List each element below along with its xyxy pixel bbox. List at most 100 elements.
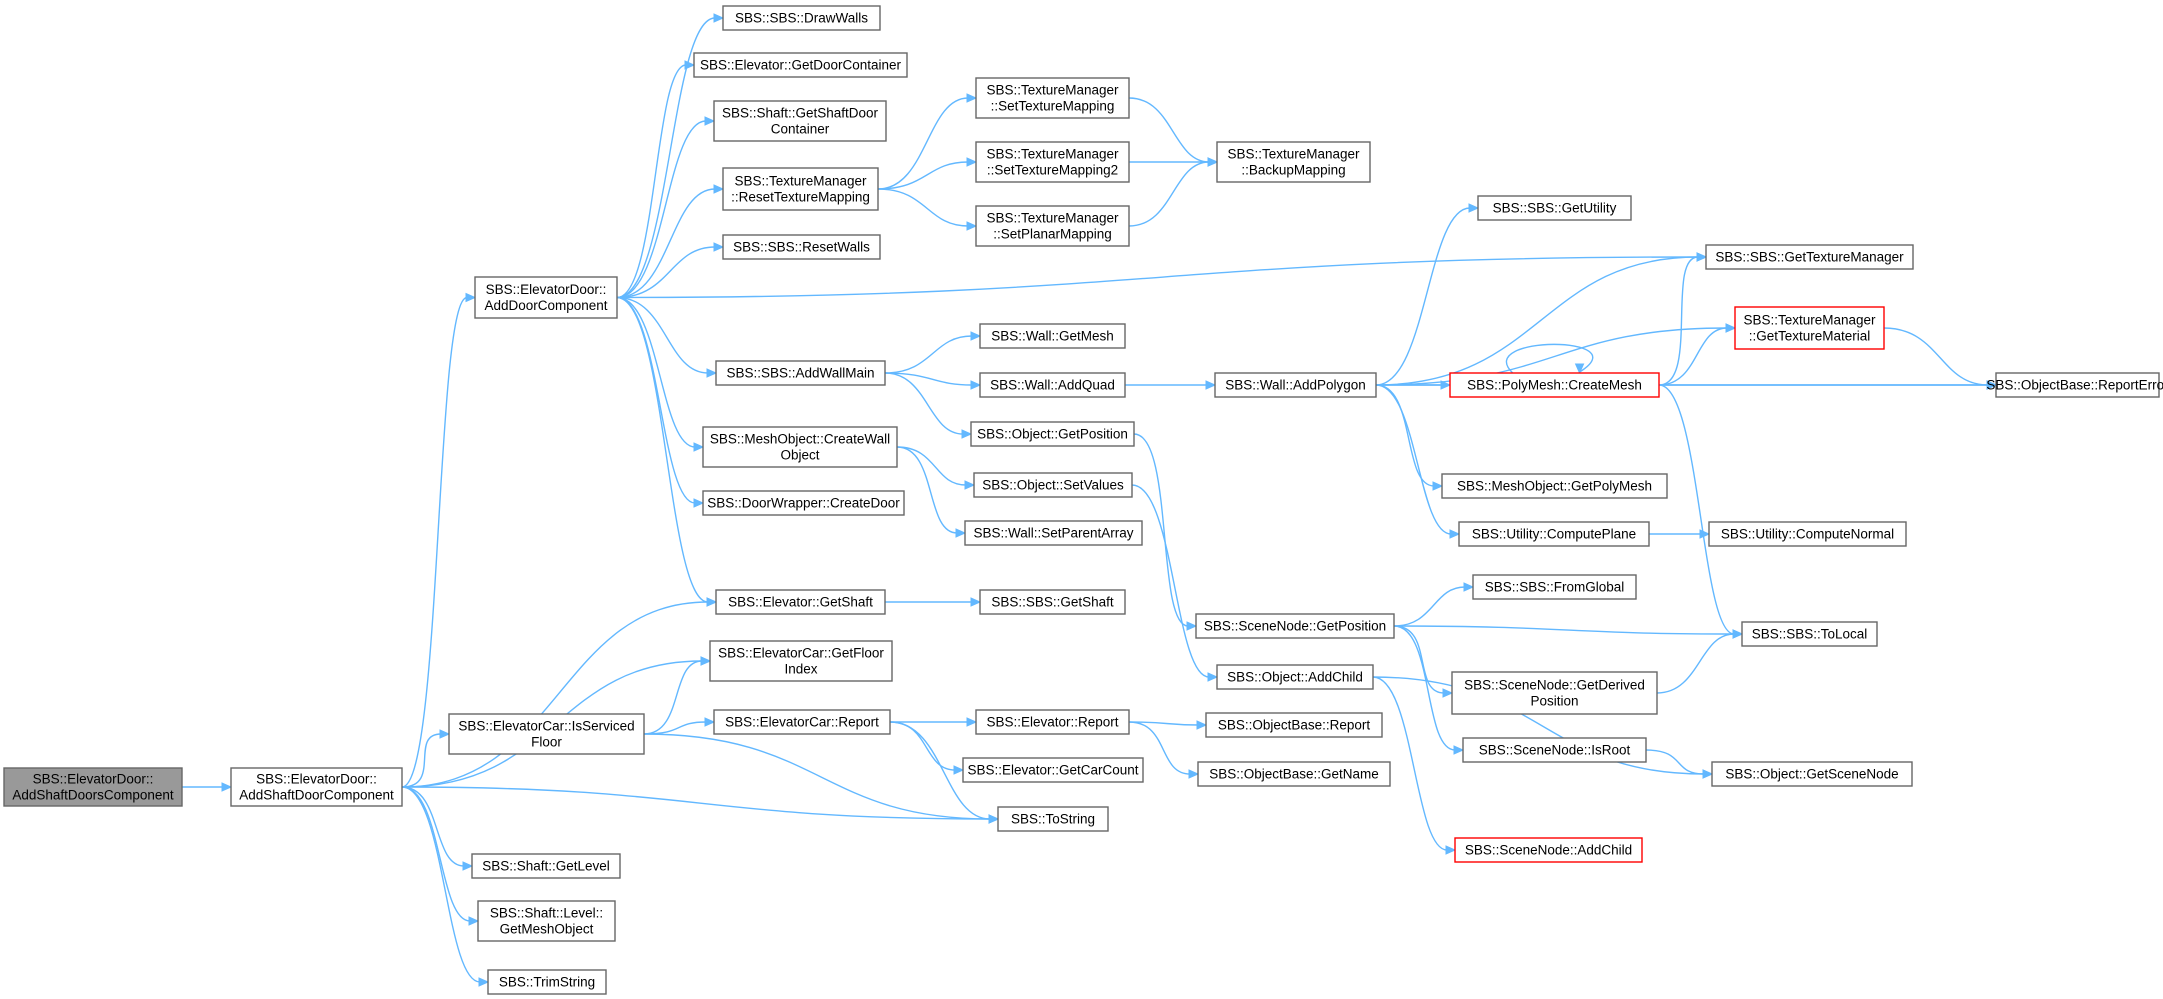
node-getcarcount[interactable]: SBS::Elevator::GetCarCount bbox=[962, 757, 1144, 783]
node-gettexmanager[interactable]: SBS::SBS::GetTextureManager bbox=[1705, 244, 1914, 270]
node-getscenenode[interactable]: SBS::Object::GetSceneNode bbox=[1711, 761, 1913, 787]
node-fromglobal[interactable]: SBS::SBS::FromGlobal bbox=[1472, 574, 1637, 600]
node-getlevel[interactable]: SBS::Shaft::GetLevel bbox=[471, 853, 621, 879]
edge-objaddchild-to-getscenenode bbox=[1372, 676, 1714, 779]
edge-getshaft-to-sbsgetshaft bbox=[884, 597, 982, 607]
node-label-line: SBS::SBS::ResetWalls bbox=[733, 240, 870, 255]
node-getmeshobject[interactable]: SBS::Shaft::Level::GetMeshObject bbox=[477, 900, 616, 942]
edge-elevreport-to-objbasereport bbox=[1128, 720, 1208, 730]
node-objgetpos[interactable]: SBS::Object::GetPosition bbox=[970, 421, 1135, 447]
arrowhead bbox=[1196, 720, 1208, 730]
node-getmesh[interactable]: SBS::Wall::GetMesh bbox=[979, 323, 1126, 349]
node-elevreport[interactable]: SBS::Elevator::Report bbox=[975, 709, 1130, 735]
node-sbsgetshaft[interactable]: SBS::SBS::GetShaft bbox=[979, 589, 1126, 615]
edge-addquad-to-addpolygon bbox=[1125, 380, 1217, 390]
node-setparentarray[interactable]: SBS::Wall::SetParentArray bbox=[964, 520, 1143, 546]
edge-setplanar-to-backupmap bbox=[1128, 157, 1219, 227]
node-tolocal[interactable]: SBS::SBS::ToLocal bbox=[1741, 621, 1878, 647]
node-setvalues[interactable]: SBS::Object::SetValues bbox=[973, 472, 1133, 498]
node-label-line: SBS::Utility::ComputeNormal bbox=[1721, 527, 1894, 542]
edge-asdc-to-tostring bbox=[401, 786, 1000, 824]
node-objaddchild[interactable]: SBS::Object::AddChild bbox=[1216, 664, 1374, 690]
edge-asdc-to-adc bbox=[401, 292, 477, 788]
edge-adc-to-resettexmap bbox=[616, 184, 725, 299]
edge-line bbox=[1372, 676, 1705, 775]
node-reporterror[interactable]: SBS::ObjectBase::ReportError bbox=[1986, 372, 2163, 398]
node-getname[interactable]: SBS::ObjectBase::GetName bbox=[1197, 761, 1391, 787]
node-sceneaddchild[interactable]: SBS::SceneNode::AddChild bbox=[1454, 837, 1643, 863]
node-getdoorcont[interactable]: SBS::Elevator::GetDoorContainer bbox=[693, 52, 908, 78]
edge-line bbox=[1393, 586, 1466, 627]
node-addquad[interactable]: SBS::Wall::AddQuad bbox=[979, 372, 1126, 398]
node-createdoor[interactable]: SBS::DoorWrapper::CreateDoor bbox=[702, 490, 905, 516]
node-computeplane[interactable]: SBS::Utility::ComputePlane bbox=[1458, 521, 1650, 547]
node-box bbox=[1216, 664, 1374, 690]
node-box bbox=[1462, 737, 1647, 763]
edge-adc-to-resetwalls bbox=[616, 242, 725, 299]
node-settexmap[interactable]: SBS::TextureManager::SetTextureMapping bbox=[975, 77, 1130, 119]
edge-adc-to-createdoor bbox=[616, 296, 705, 508]
arrowhead bbox=[478, 977, 490, 987]
node-label-line: SBS::SceneNode::AddChild bbox=[1465, 843, 1632, 858]
node-label-line: SBS::Wall::AddPolygon bbox=[1225, 378, 1366, 393]
arrowhead bbox=[704, 717, 716, 727]
node-backupmap[interactable]: SBS::TextureManager::BackupMapping bbox=[1216, 141, 1371, 183]
edge-line bbox=[1658, 327, 1728, 386]
node-addpolygon[interactable]: SBS::Wall::AddPolygon bbox=[1214, 372, 1377, 398]
edge-line bbox=[643, 733, 991, 820]
node-box bbox=[975, 205, 1130, 247]
node-tostring[interactable]: SBS::ToString bbox=[997, 806, 1109, 832]
node-box bbox=[1195, 613, 1395, 639]
node-label-line: SBS::SBS::AddWallMain bbox=[726, 366, 874, 381]
node-asdc[interactable]: SBS::ElevatorDoor::AddShaftDoorComponent bbox=[230, 767, 403, 807]
edge-resettexmap-to-settexmap bbox=[877, 93, 978, 190]
node-box bbox=[973, 472, 1133, 498]
edge-asdc-to-isserviced bbox=[401, 729, 451, 788]
node-box bbox=[1197, 761, 1391, 787]
node-box bbox=[1711, 761, 1913, 787]
node-objbasereport[interactable]: SBS::ObjectBase::Report bbox=[1205, 712, 1383, 738]
node-getutility[interactable]: SBS::SBS::GetUtility bbox=[1477, 195, 1632, 221]
node-adc[interactable]: SBS::ElevatorDoor::AddDoorComponent bbox=[474, 276, 618, 319]
edge-line bbox=[643, 660, 703, 735]
node-resettexmap[interactable]: SBS::TextureManager::ResetTextureMapping bbox=[722, 167, 879, 211]
node-carreport[interactable]: SBS::ElevatorCar::Report bbox=[713, 709, 891, 735]
node-box bbox=[1441, 473, 1668, 499]
edge-createmesh-to-createmesh bbox=[1505, 343, 1594, 375]
node-computenormal[interactable]: SBS::Utility::ComputeNormal bbox=[1708, 521, 1907, 547]
node-trimstring[interactable]: SBS::TrimString bbox=[487, 969, 607, 995]
node-box bbox=[1995, 372, 2160, 398]
node-getpolymesh[interactable]: SBS::MeshObject::GetPolyMesh bbox=[1441, 473, 1668, 499]
node-scenegetpos[interactable]: SBS::SceneNode::GetPosition bbox=[1195, 613, 1395, 639]
node-label-line: SBS::ObjectBase::Report bbox=[1218, 718, 1371, 733]
node-label-line: SBS::Shaft::GetLevel bbox=[482, 859, 610, 874]
edge-elevreport-to-getname bbox=[1128, 721, 1200, 779]
edge-line bbox=[1133, 433, 1189, 627]
edge-line bbox=[896, 446, 958, 534]
arrowhead bbox=[966, 717, 978, 727]
node-resetwalls[interactable]: SBS::SBS::ResetWalls bbox=[722, 234, 881, 260]
arrowhead bbox=[964, 480, 976, 490]
arrowhead bbox=[1207, 672, 1219, 682]
edge-line bbox=[1658, 384, 1735, 635]
node-drawwalls[interactable]: SBS::SBS::DrawWalls bbox=[722, 5, 881, 31]
node-box bbox=[477, 900, 616, 942]
node-gettexmaterial[interactable]: SBS::TextureManager::GetTextureMaterial bbox=[1734, 306, 1885, 350]
node-createmesh[interactable]: SBS::PolyMesh::CreateMesh bbox=[1449, 372, 1660, 398]
node-label-line: SBS::SBS::GetTextureManager bbox=[1715, 250, 1904, 265]
node-label-line: SBS::ObjectBase::GetName bbox=[1209, 767, 1379, 782]
node-addwallmain[interactable]: SBS::SBS::AddWallMain bbox=[715, 360, 886, 386]
node-layer: SBS::ElevatorDoor::AddShaftDoorsComponen… bbox=[3, 5, 2163, 995]
node-getshaft[interactable]: SBS::Elevator::GetShaft bbox=[715, 589, 886, 615]
edge-line bbox=[401, 786, 465, 867]
node-isroot[interactable]: SBS::SceneNode::IsRoot bbox=[1462, 737, 1647, 763]
node-label-line: SBS::Wall::SetParentArray bbox=[973, 526, 1133, 541]
node-settexmap2[interactable]: SBS::TextureManager::SetTextureMapping2 bbox=[975, 141, 1130, 183]
node-label-line: SBS::Object::SetValues bbox=[982, 478, 1124, 493]
node-setplanar[interactable]: SBS::TextureManager::SetPlanarMapping bbox=[975, 205, 1130, 247]
